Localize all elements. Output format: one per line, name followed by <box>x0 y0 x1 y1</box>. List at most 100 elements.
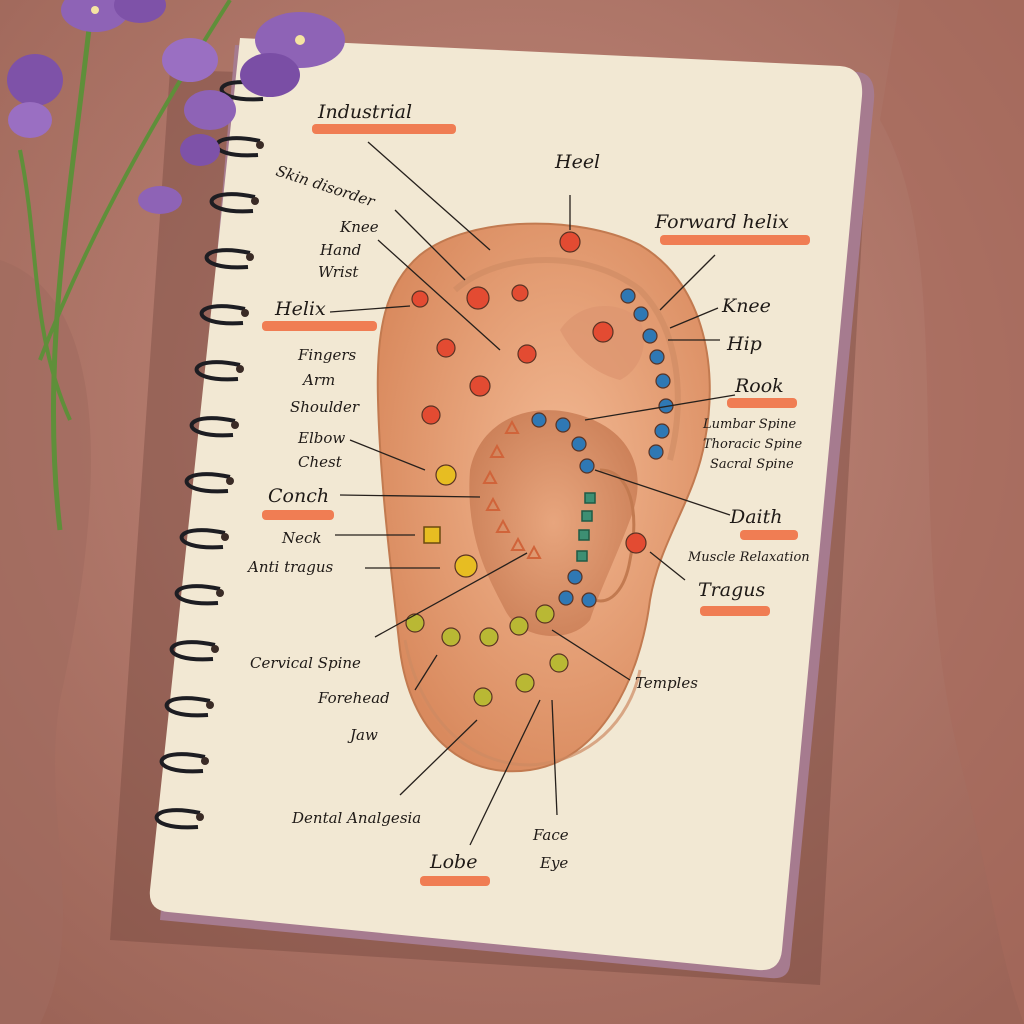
label-forward-helix: Forward helix <box>654 211 789 233</box>
label-chest: Chest <box>298 453 343 471</box>
concha <box>469 410 638 637</box>
label-lobe: Lobe <box>429 851 477 873</box>
square-point <box>584 492 596 504</box>
blue-point <box>555 417 571 433</box>
olive-point <box>441 627 461 647</box>
red-point <box>559 231 581 253</box>
label-hand: Hand <box>319 241 361 259</box>
red-point <box>421 405 441 425</box>
blue-point <box>655 373 671 389</box>
olive-point <box>515 673 535 693</box>
label-face: Face <box>532 826 569 844</box>
blue-point <box>654 423 670 439</box>
spiral-ring-icon <box>194 360 241 382</box>
olive-point <box>405 613 425 633</box>
label-conch: Conch <box>268 485 329 507</box>
red-point <box>436 338 456 358</box>
red-point <box>411 290 429 308</box>
label-wrist: Wrist <box>318 263 359 281</box>
label-lumbar-spine: Lumbar Spine <box>702 417 797 432</box>
leader-lines <box>329 141 736 846</box>
binding-hole <box>231 421 239 429</box>
label-knee-left: Knee <box>339 218 379 236</box>
label-arm: Arm <box>301 371 335 389</box>
yellow-point <box>454 554 478 578</box>
spiral-ring-icon <box>169 640 216 662</box>
label-rook: Rook <box>734 375 784 397</box>
label-forehead: Forehead <box>317 689 390 707</box>
olive-point <box>549 653 569 673</box>
blue-point <box>531 412 547 428</box>
highlighter-marks <box>262 124 810 886</box>
triangle-point <box>510 536 526 551</box>
triangular-fossa <box>560 306 644 380</box>
triangle-point <box>482 469 498 484</box>
binding-hole <box>256 141 264 149</box>
label-cervical-spine: Cervical Spine <box>250 654 361 672</box>
square-point <box>576 550 588 562</box>
labels: Industrial Skin disorder Heel Forward he… <box>246 101 810 873</box>
triangle-point <box>495 518 511 533</box>
label-hip: Hip <box>726 333 762 355</box>
olive-point <box>479 627 499 647</box>
ear-illustration <box>376 222 711 773</box>
label-anti-tragus: Anti tragus <box>246 558 333 576</box>
label-eye: Eye <box>539 854 568 872</box>
cloth-fold <box>0 260 91 1024</box>
label-elbow: Elbow <box>297 429 345 447</box>
blue-point <box>633 306 649 322</box>
binding-hole <box>216 589 224 597</box>
blue-point <box>649 349 665 365</box>
ear-lobe <box>403 639 642 767</box>
spiral-ring-icon <box>164 696 211 718</box>
label-helix: Helix <box>274 298 326 320</box>
violet-flower <box>7 0 345 531</box>
label-shoulder: Shoulder <box>290 398 360 416</box>
label-dental-analgesia: Dental Analgesia <box>291 809 421 827</box>
binding-hole <box>206 701 214 709</box>
spiral-ring-icon <box>209 192 256 214</box>
spiral-ring-icon <box>154 808 201 830</box>
label-daith: Daith <box>729 506 783 528</box>
binding-hole <box>251 197 259 205</box>
binding-hole <box>201 757 209 765</box>
spiral-ring-icon <box>159 752 206 774</box>
label-heel: Heel <box>554 151 600 173</box>
blue-point <box>558 590 574 606</box>
triangle-point <box>504 419 520 434</box>
label-muscle-relaxation: Muscle Relaxation <box>687 550 810 565</box>
label-sacral-spine: Sacral Spine <box>710 457 794 472</box>
red-point <box>517 344 537 364</box>
blue-point <box>579 458 595 474</box>
spiral-ring-icon <box>179 528 226 550</box>
triangle-point <box>526 544 542 559</box>
spiral-ring-icon <box>174 584 221 606</box>
square-point <box>423 526 441 544</box>
red-point <box>466 286 490 310</box>
binding-hole <box>246 253 254 261</box>
blue-point <box>567 569 583 585</box>
binding-hole <box>241 309 249 317</box>
cloth-fold <box>880 0 1024 1024</box>
binding-hole <box>226 477 234 485</box>
red-point <box>511 284 529 302</box>
label-tragus: Tragus <box>698 579 765 601</box>
acupoints <box>405 231 674 707</box>
triangle-point <box>489 443 505 458</box>
square-point <box>581 510 593 522</box>
blue-point <box>620 288 636 304</box>
label-neck: Neck <box>281 529 322 547</box>
binding-hole <box>221 533 229 541</box>
label-fingers: Fingers <box>297 346 357 364</box>
blue-point <box>648 444 664 460</box>
spiral-ring-icon <box>184 472 231 494</box>
olive-point <box>535 604 555 624</box>
blue-point <box>581 592 597 608</box>
red-point <box>592 321 614 343</box>
yellow-point <box>435 464 457 486</box>
blue-point <box>571 436 587 452</box>
blue-point <box>642 328 658 344</box>
red-point <box>625 532 647 554</box>
binding-hole <box>236 365 244 373</box>
